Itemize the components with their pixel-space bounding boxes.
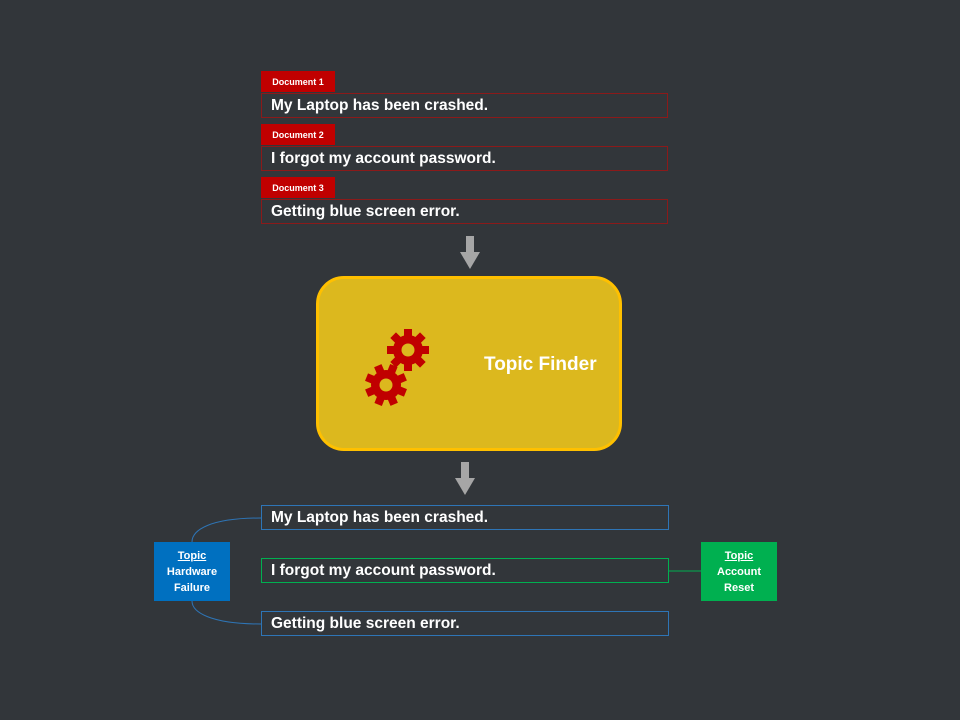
document-3-box: Getting blue screen error.: [261, 199, 668, 224]
topic-account-head: Topic: [724, 549, 754, 562]
document-2-tag: Document 2: [261, 124, 335, 145]
document-1-tag: Document 1: [261, 71, 335, 92]
down-arrow-icon: [460, 236, 480, 269]
document-3-tag: Document 3: [261, 177, 335, 198]
connector-hardware-top: [191, 517, 262, 543]
topic-account-line1: Account: [717, 565, 761, 578]
gears-icon: [365, 329, 429, 406]
connector-hardware-bottom: [191, 600, 262, 625]
down-arrow-icon: [455, 462, 475, 495]
output-document-1: My Laptop has been crashed.: [261, 505, 669, 530]
document-2-box: I forgot my account password.: [261, 146, 668, 171]
document-1-box: My Laptop has been crashed.: [261, 93, 668, 118]
topic-hardware-head: Topic: [177, 549, 207, 562]
topic-finder-title: Topic Finder: [484, 354, 597, 375]
topic-hardware-line1: Hardware: [166, 565, 218, 578]
topic-account-reset: Topic Account Reset: [701, 542, 777, 601]
topic-account-line2: Reset: [724, 581, 754, 594]
output-document-2: I forgot my account password.: [261, 558, 669, 583]
output-document-3: Getting blue screen error.: [261, 611, 669, 636]
topic-hardware-line2: Failure: [173, 581, 211, 594]
topic-hardware-failure: Topic Hardware Failure: [154, 542, 230, 601]
topic-finder-box: Topic Finder: [316, 276, 622, 451]
